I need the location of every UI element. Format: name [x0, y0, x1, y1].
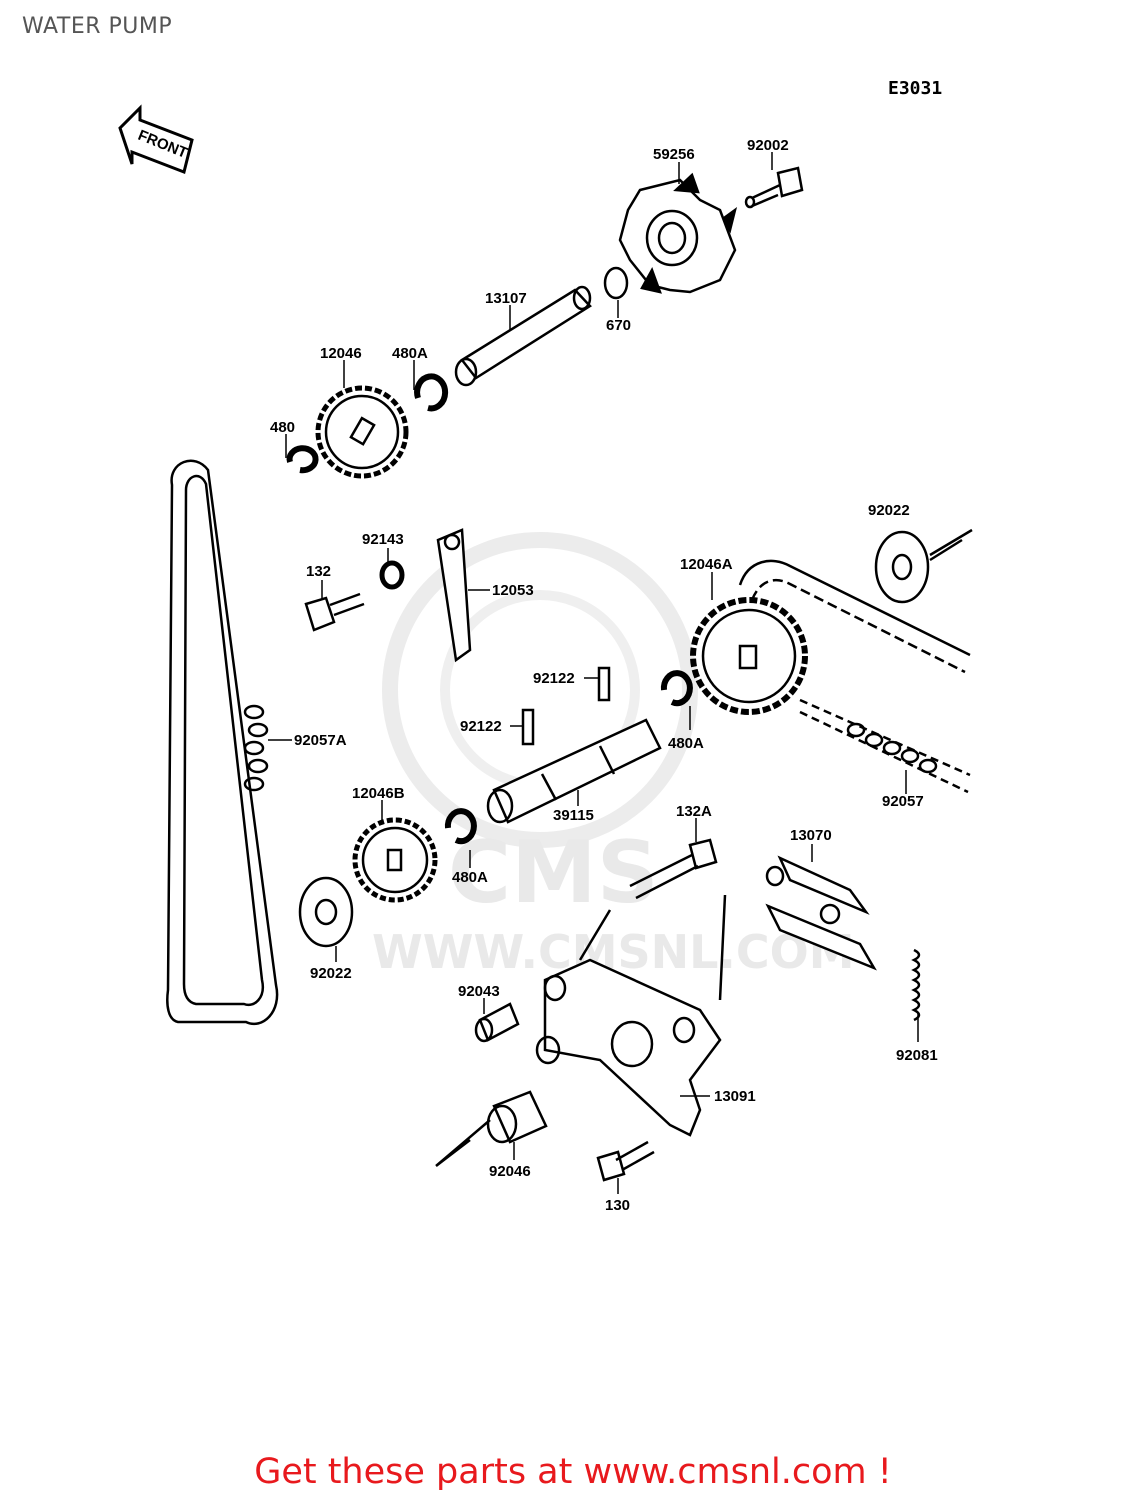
- shaft-39115: [486, 718, 662, 824]
- impeller: [618, 172, 738, 294]
- label-92022-bottom: 92022: [310, 965, 352, 982]
- label-480: 480: [270, 419, 295, 436]
- front-arrow-icon: FRONT: [118, 104, 194, 175]
- washer-92022-top: [874, 528, 973, 604]
- label-12046: 12046: [320, 345, 362, 362]
- label-12053: 12053: [492, 582, 534, 599]
- label-132A: 132A: [676, 803, 712, 820]
- label-480A-mid: 480A: [668, 735, 704, 752]
- pin-92122-a: [597, 666, 611, 702]
- label-12046A: 12046A: [680, 556, 733, 573]
- label-92057: 92057: [882, 793, 924, 810]
- label-132: 132: [306, 563, 331, 580]
- parts-diagram: CMS WWW.CMSNL.COM FRONT: [118, 104, 973, 1214]
- leader-lines: [268, 152, 919, 1194]
- circlip-480A-low: [444, 808, 477, 845]
- chain-loop-left: [166, 459, 279, 1025]
- chain-upper-right: [738, 559, 971, 794]
- bearing-92046: [435, 1090, 548, 1167]
- label-480A-low: 480A: [452, 869, 488, 886]
- label-130: 130: [605, 1197, 630, 1214]
- label-92046: 92046: [489, 1163, 531, 1180]
- o-ring-670: [603, 266, 629, 300]
- label-39115: 39115: [553, 807, 594, 824]
- label-92057A: 92057A: [294, 732, 347, 749]
- collar-92043: [474, 1002, 520, 1043]
- chain-links-92057A: [243, 704, 269, 792]
- circlip-480A-top: [414, 373, 449, 412]
- label-13091: 13091: [714, 1088, 756, 1105]
- bolt-132A: [629, 838, 718, 900]
- label-12046B: 12046B: [352, 785, 405, 802]
- label-480A-top: 480A: [392, 345, 428, 362]
- tensioner-13070: [765, 855, 877, 971]
- label-92002: 92002: [747, 137, 789, 154]
- bolt-132: [304, 592, 365, 632]
- label-92043: 92043: [458, 983, 500, 1000]
- guide-12053: [436, 528, 472, 663]
- drawing: [166, 152, 973, 1194]
- bolt-130: [596, 1140, 655, 1182]
- label-92022-top: 92022: [868, 502, 910, 519]
- sprocket-12046: [315, 385, 409, 479]
- sprocket-12046B: [352, 817, 438, 903]
- label-59256: 59256: [653, 146, 695, 163]
- washer-92022-bottom: [298, 876, 354, 948]
- label-92122-b: 92122: [460, 718, 502, 735]
- pin-92122-b: [521, 708, 535, 746]
- cta-link[interactable]: Get these parts at www.cmsnl.com !: [254, 1452, 892, 1492]
- diagram-code: E3031: [888, 78, 943, 99]
- circlip-480: [286, 445, 319, 474]
- shaft-13107: [454, 285, 592, 387]
- label-92081: 92081: [896, 1047, 938, 1064]
- circlip-480A-mid: [660, 670, 693, 707]
- label-13107: 13107: [485, 290, 527, 307]
- sprocket-12046A: [690, 597, 808, 715]
- spring-92081: [911, 948, 921, 1022]
- part-labels: 59256 92002 13107 670 12046 480A 480 921…: [270, 137, 938, 1214]
- label-670: 670: [606, 317, 631, 334]
- page-title: WATER PUMP: [22, 14, 173, 39]
- collar-92143: [379, 560, 405, 590]
- arm-13091: [535, 894, 727, 1137]
- chain-links-92057: [846, 722, 938, 774]
- label-92122-a: 92122: [533, 670, 575, 687]
- label-13070: 13070: [790, 827, 832, 844]
- watermark-brand: CMS: [448, 823, 659, 923]
- label-92143: 92143: [362, 531, 404, 548]
- bolt-92002: [744, 166, 804, 209]
